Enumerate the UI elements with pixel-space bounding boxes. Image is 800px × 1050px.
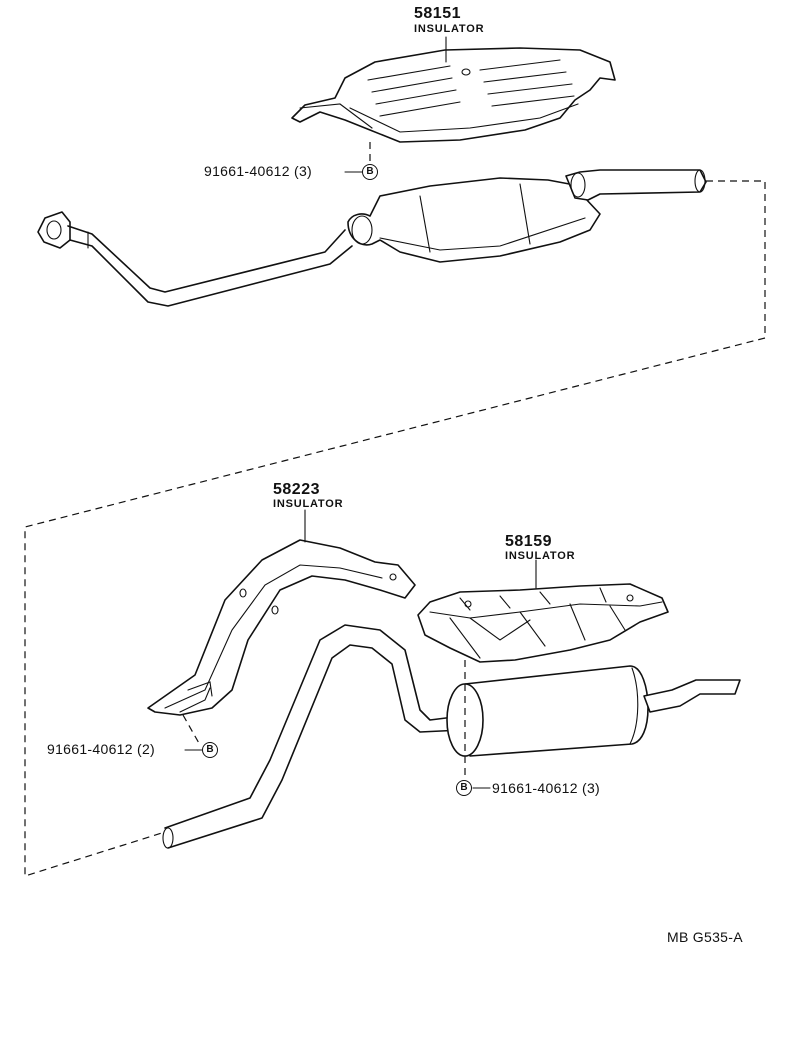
tailpipe-bolt-symbol: B bbox=[202, 742, 218, 758]
front-pipe-shape bbox=[37, 169, 707, 307]
upper-bolt-symbol: B bbox=[362, 164, 378, 180]
tailpipe-bolt-leader bbox=[182, 714, 201, 746]
tailpipe-insulator-part-number: 58223 bbox=[273, 481, 320, 498]
tailpipe-insulator-name: INSULATOR bbox=[273, 498, 344, 510]
tailpipe-insulator-shape bbox=[147, 539, 416, 716]
muffler-bolt-symbol: B bbox=[456, 780, 472, 796]
upper-bolt-part-number: 91661-40612 (3) bbox=[204, 163, 313, 179]
connection-dashes bbox=[24, 180, 766, 877]
upper-insulator-name: INSULATOR bbox=[414, 23, 485, 35]
muffler-bolt-part-number: 91661-40612 (3) bbox=[492, 780, 601, 796]
muffler-insulator-name: INSULATOR bbox=[505, 550, 576, 562]
tailpipe-bolt-part-number: 91661-40612 (2) bbox=[47, 741, 156, 757]
upper-insulator-part-number: 58151 bbox=[414, 5, 461, 22]
upper-insulator-shape bbox=[291, 47, 616, 143]
diagram-code: MB G535-A bbox=[667, 929, 743, 945]
muffler-shape bbox=[446, 665, 741, 757]
muffler-insulator-shape bbox=[417, 583, 669, 663]
muffler-insulator-part-number: 58159 bbox=[505, 533, 552, 550]
tailpipe-shape bbox=[162, 624, 463, 849]
